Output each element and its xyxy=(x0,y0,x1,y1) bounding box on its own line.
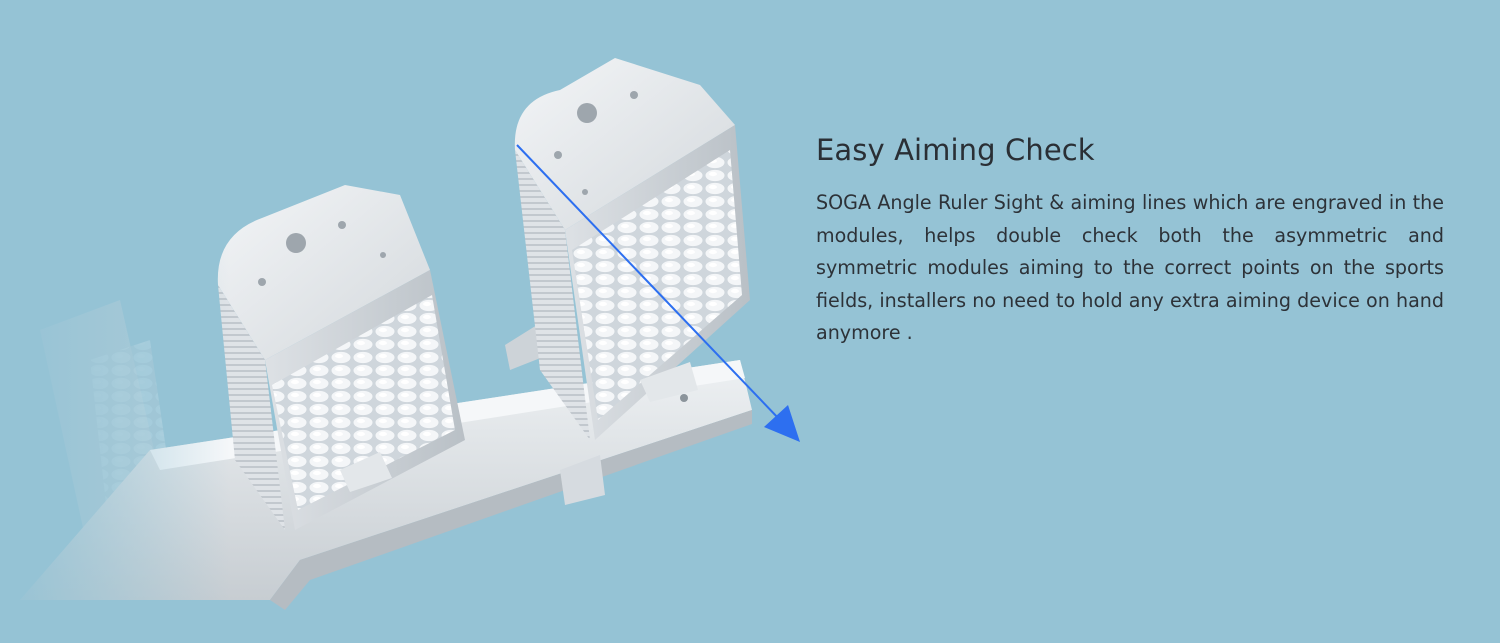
feature-title: Easy Aiming Check xyxy=(816,133,1095,167)
feature-description: SOGA Angle Ruler Sight & aiming lines wh… xyxy=(816,191,1444,344)
aiming-arrow-icon xyxy=(516,144,800,442)
led-module-left xyxy=(217,185,465,530)
edge-fade xyxy=(0,0,230,643)
floodlight-product-image xyxy=(0,0,800,643)
led-module-right xyxy=(514,58,750,440)
feature-copy: Easy Aiming Check SOGA Angle Ruler Sight… xyxy=(816,130,1444,350)
